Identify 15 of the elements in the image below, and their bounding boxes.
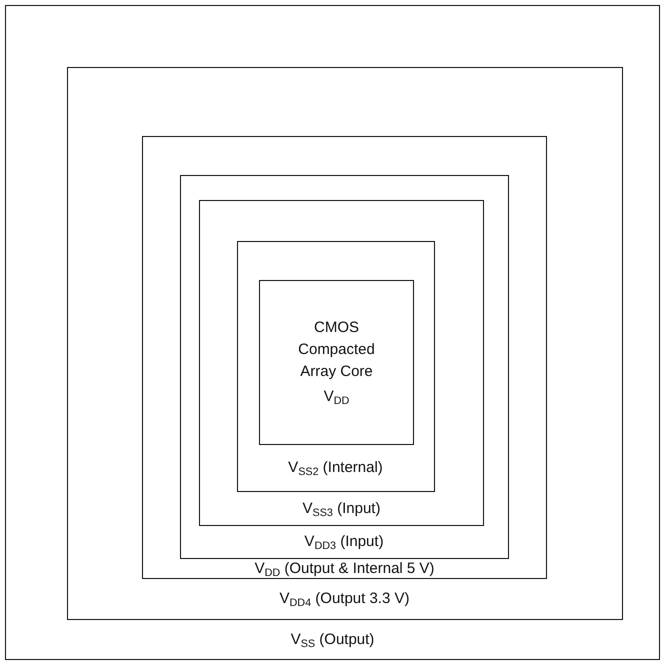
band-label: V$_{DD}$ (Output & Internal 5 V) <box>254 560 434 576</box>
core-label: CMOS Compacted Array Core <box>297 318 376 382</box>
band-label: V$_{SS}$ (Output) <box>290 630 374 648</box>
nested-box <box>199 200 484 526</box>
nested-box <box>180 174 508 558</box>
nested-box <box>236 240 434 492</box>
band-label: V$_{DD3}$ (Input) <box>304 533 384 550</box>
nested-box <box>5 5 660 660</box>
nested-box <box>259 280 414 445</box>
core-label: V$_{DD}$ <box>322 387 350 408</box>
band-label: V$_{DD4}$ (Output 3.3 V) <box>279 590 410 607</box>
nested-box <box>66 66 622 620</box>
band-label: V$_{SS3}$ (Input) <box>302 500 380 516</box>
nested-box <box>142 136 547 579</box>
band-label: V$_{SS2}$ (Internal) <box>288 459 383 476</box>
